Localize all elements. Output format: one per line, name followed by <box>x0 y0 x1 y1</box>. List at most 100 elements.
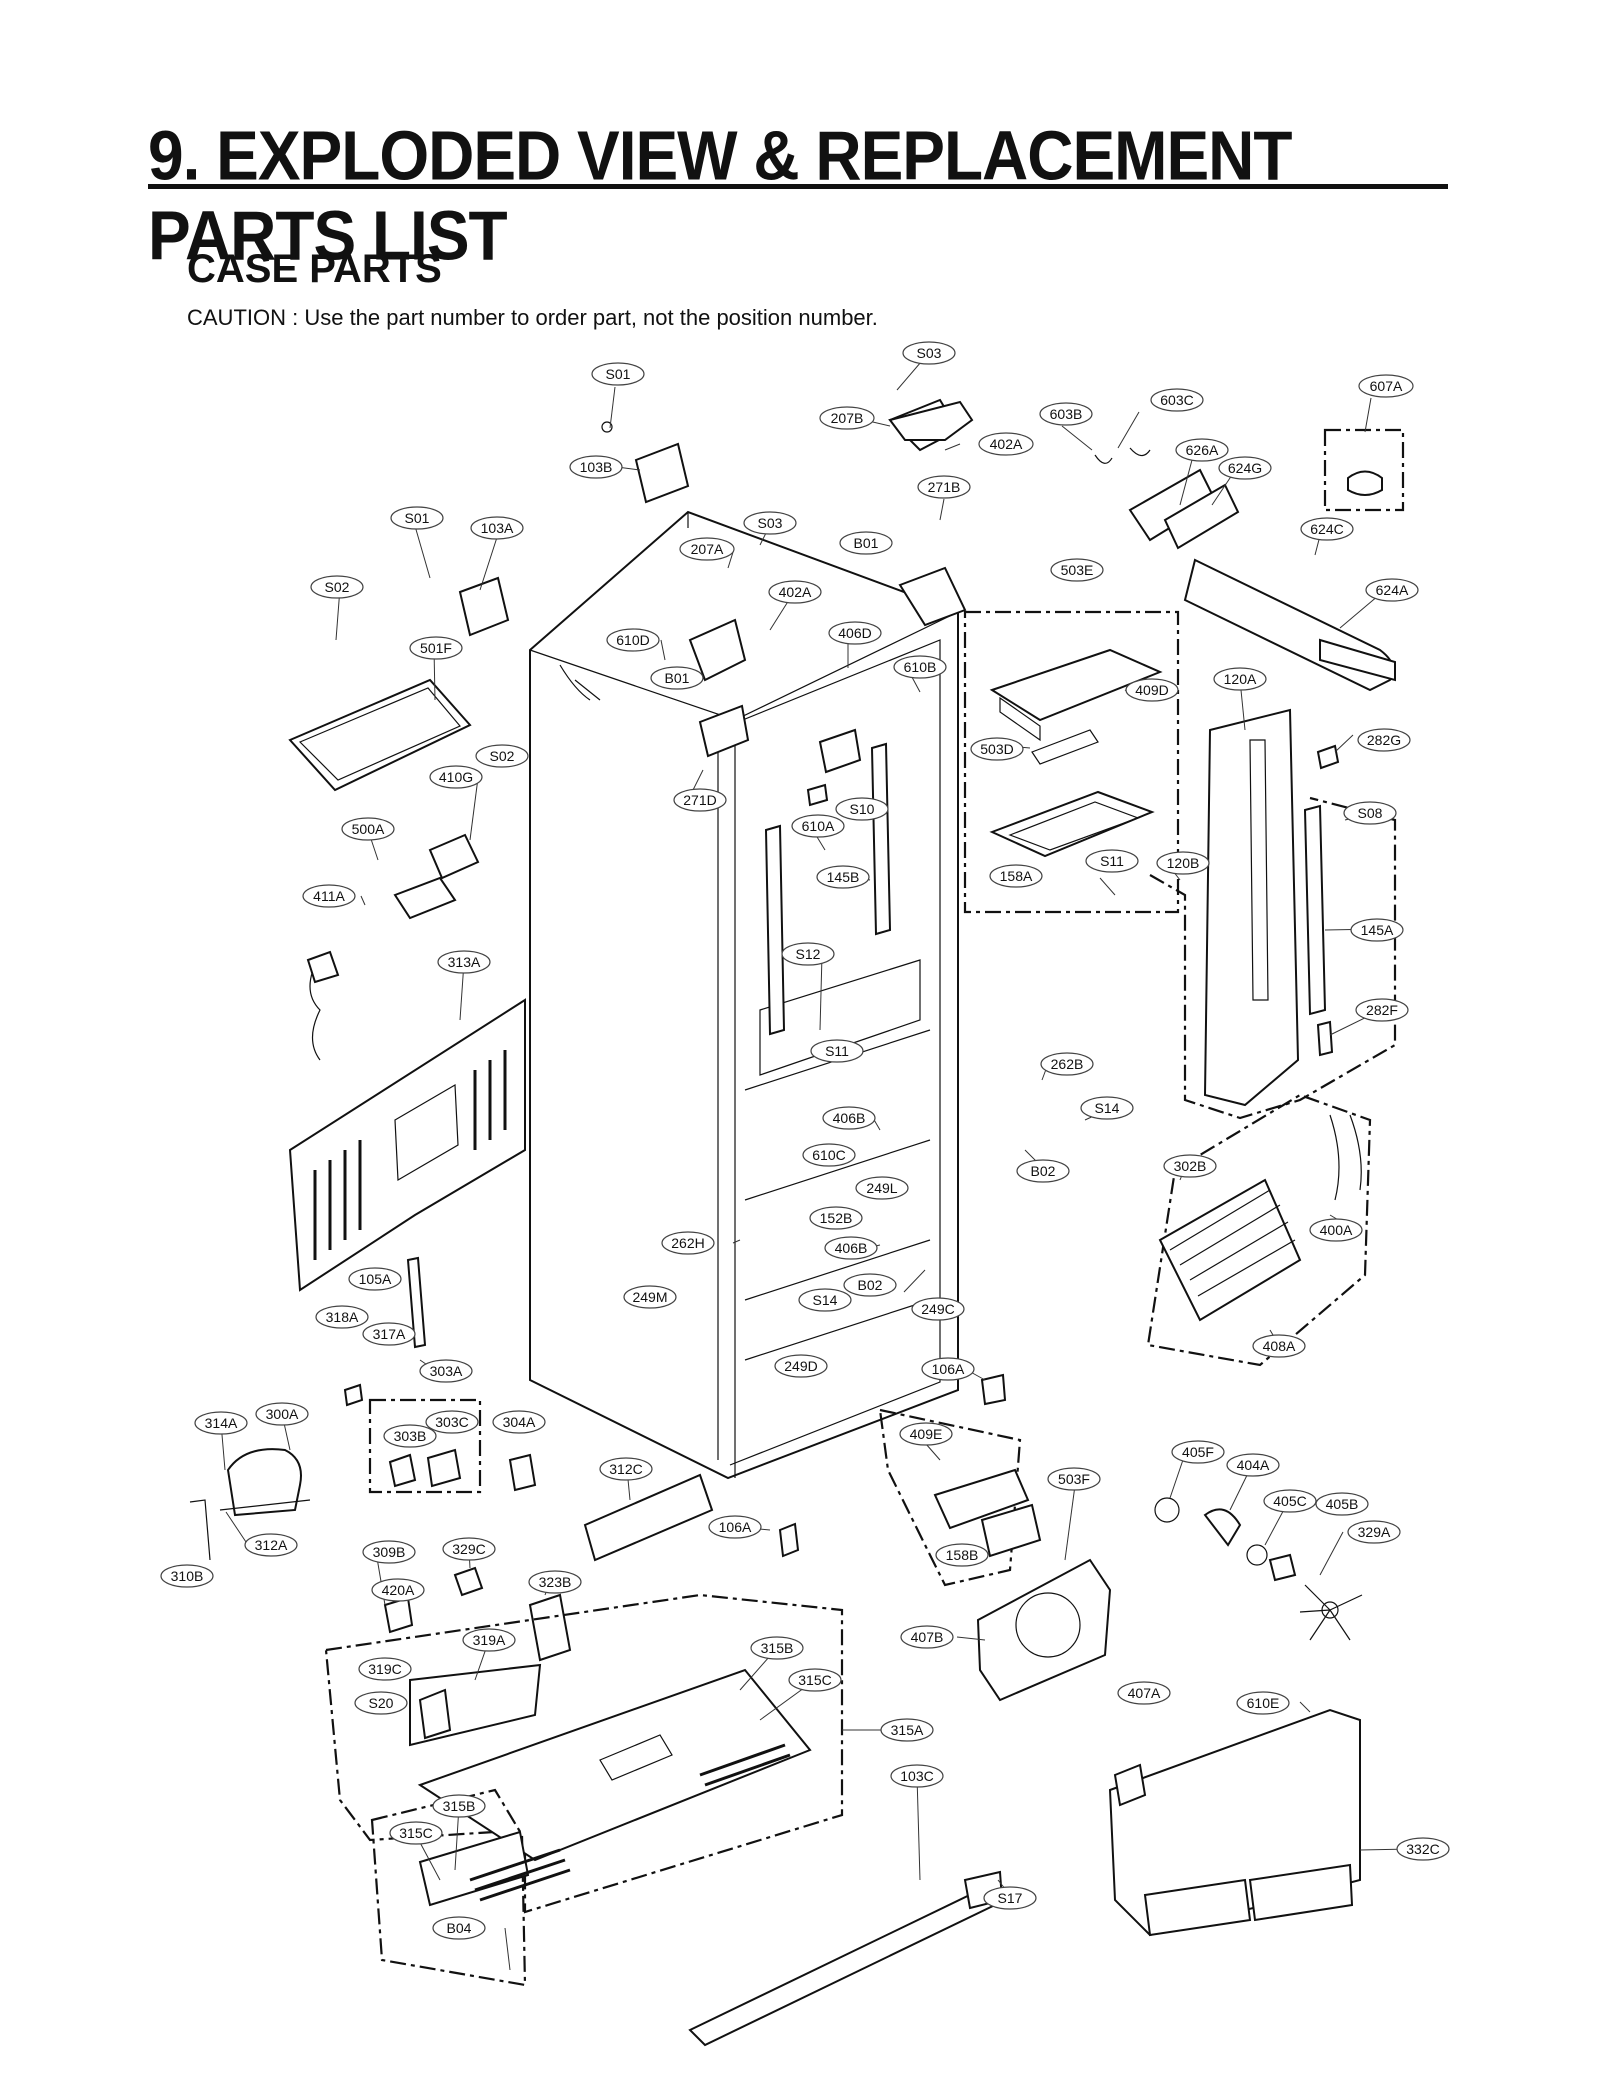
caution-note: CAUTION : Use the part number to order p… <box>187 305 878 330</box>
callout-318A: 318A <box>315 1305 369 1329</box>
callout-405F: 405F <box>1171 1440 1225 1464</box>
callout-text: 106A <box>719 1519 752 1535</box>
callout-103B: 103B <box>569 455 623 479</box>
section-title: CASE PARTS <box>187 247 442 291</box>
callout-B01: B01 <box>650 666 704 690</box>
callout-406B: 406B <box>824 1236 878 1260</box>
callout-text: 626A <box>1186 442 1219 458</box>
callout-text: 249C <box>921 1301 954 1317</box>
callout-labels: S03 S01 607A 207B 603B 603C 402A 626A 62… <box>160 341 1450 1940</box>
callout-262B: 262B <box>1040 1052 1094 1076</box>
callout-text: 207B <box>831 410 864 426</box>
callout-text: 315B <box>761 1640 794 1656</box>
callout-329A: 329A <box>1347 1520 1401 1544</box>
callout-text: 406B <box>833 1110 866 1126</box>
kick-plate <box>688 1888 997 2047</box>
callout-text: 312A <box>255 1537 288 1553</box>
fan-blade <box>1299 1584 1363 1641</box>
callout-text: S20 <box>369 1695 394 1711</box>
callout-text: 249M <box>632 1289 667 1305</box>
callout-text: 501F <box>420 640 452 656</box>
callout-text: 500A <box>352 821 385 837</box>
callout-text: 303B <box>394 1428 427 1444</box>
callout-text: 319A <box>473 1632 506 1648</box>
callout-S08: S08 <box>1343 801 1397 825</box>
callout-text: 145B <box>827 869 860 885</box>
callout-text: 402A <box>779 584 812 600</box>
callout-text: S02 <box>490 748 515 764</box>
callout-text: 303A <box>430 1363 463 1379</box>
callout-300A: 300A <box>255 1402 309 1426</box>
callout-S03: S03 <box>743 511 797 535</box>
callout-text: 105A <box>359 1271 392 1287</box>
callout-303B: 303B <box>383 1424 437 1448</box>
callout-text: 503F <box>1058 1471 1090 1487</box>
callout-406B-top: 406B <box>822 1106 876 1130</box>
callout-S20: S20 <box>354 1691 408 1715</box>
callout-text: S03 <box>917 345 942 361</box>
callout-303C: 303C <box>425 1410 479 1434</box>
callout-603C: 603C <box>1150 388 1204 412</box>
callout-text: 405F <box>1182 1444 1214 1460</box>
callout-249C: 249C <box>911 1297 965 1321</box>
callout-315B: 315B <box>432 1794 486 1818</box>
callout-text: 610C <box>812 1147 845 1163</box>
callout-text: 207A <box>691 541 724 557</box>
callout-text: 409D <box>1135 682 1168 698</box>
callout-409E: 409E <box>899 1422 953 1446</box>
callout-408A: 408A <box>1252 1334 1306 1358</box>
callout-315C: 315C <box>389 1821 443 1845</box>
callout-145B: 145B <box>816 865 870 889</box>
callout-S14: S14 <box>798 1288 852 1312</box>
callout-145A: 145A <box>1350 918 1404 942</box>
callout-207B: 207B <box>819 406 875 430</box>
callout-text: 407A <box>1128 1685 1161 1701</box>
callout-B01-top: B01 <box>839 531 893 555</box>
callout-text: 404A <box>1237 1457 1270 1473</box>
callout-302B: 302B <box>1163 1154 1217 1178</box>
callout-text: 145A <box>1361 922 1394 938</box>
callout-106A: 106A <box>708 1515 762 1539</box>
callout-120A: 120A <box>1213 667 1267 691</box>
callout-120B: 120B <box>1156 851 1210 875</box>
callout-text: 405C <box>1273 1493 1306 1509</box>
callout-text: 282F <box>1366 1002 1398 1018</box>
callout-text: 309B <box>373 1544 406 1560</box>
callout-402A-top: 402A <box>978 432 1034 456</box>
callout-315C-top: 315C <box>788 1668 842 1692</box>
callout-503D: 503D <box>970 737 1024 761</box>
callout-S01: S01 <box>390 506 444 530</box>
page-title: 9. EXPLODED VIEW & REPLACEMENT PARTS LIS… <box>148 117 1292 275</box>
callout-319A: 319A <box>462 1628 516 1652</box>
callout-text: 406B <box>835 1240 868 1256</box>
callout-304A: 304A <box>492 1410 546 1434</box>
callout-152B: 152B <box>809 1206 863 1230</box>
callout-158A: 158A <box>989 864 1043 888</box>
callout-text: 158B <box>946 1547 979 1563</box>
callout-text: S03 <box>758 515 783 531</box>
callout-329C: 329C <box>442 1537 496 1561</box>
callout-332C: 332C <box>1396 1837 1450 1861</box>
callout-text: 249L <box>866 1180 897 1196</box>
callout-610E: 610E <box>1236 1691 1290 1715</box>
callout-303A: 303A <box>419 1359 473 1383</box>
callout-text: 304A <box>503 1414 536 1430</box>
callout-249M: 249M <box>623 1285 677 1309</box>
callout-317A: 317A <box>362 1322 416 1346</box>
callout-624A: 624A <box>1365 578 1419 602</box>
callout-text: S10 <box>850 801 875 817</box>
base-plate <box>417 1668 812 1862</box>
callout-text: 329A <box>1358 1524 1391 1540</box>
callout-text: 271B <box>928 479 961 495</box>
callout-S03-top: S03 <box>902 341 956 365</box>
callout-text: B01 <box>854 535 879 551</box>
callout-text: 603B <box>1050 406 1083 422</box>
callout-text: S11 <box>1100 853 1124 869</box>
callout-text: 262B <box>1051 1056 1084 1072</box>
callout-text: 624C <box>1310 521 1343 537</box>
callout-text: 610D <box>616 632 649 648</box>
callout-S02: S02 <box>475 744 529 768</box>
callout-text: S14 <box>813 1292 838 1308</box>
compressor <box>226 1448 302 1517</box>
